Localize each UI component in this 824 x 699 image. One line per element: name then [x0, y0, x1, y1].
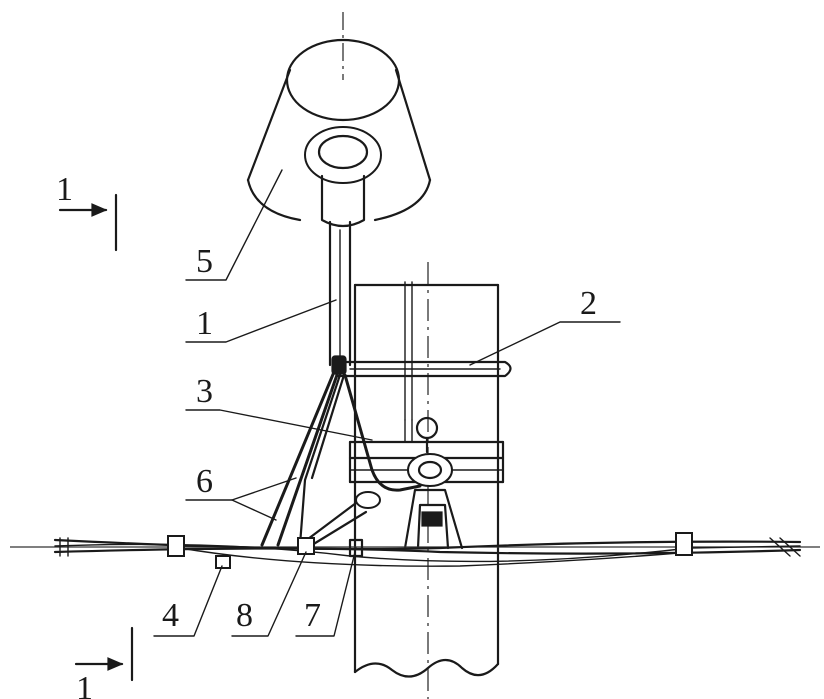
- callout-3: 3: [185, 373, 373, 441]
- section-label-top: 1: [56, 171, 73, 208]
- strain-clamp: [355, 416, 464, 550]
- section-mark-top: 1: [56, 171, 118, 252]
- suspension-wires: [260, 355, 422, 547]
- callout-2: 2: [469, 285, 621, 366]
- callout-6: 6: [185, 463, 297, 521]
- main-cable: [10, 532, 820, 569]
- lamp-socket: [304, 126, 382, 367]
- pole: [353, 262, 500, 699]
- callout-4: 4: [153, 565, 223, 637]
- callout-label-2: 2: [580, 285, 597, 322]
- callout-label-4: 4: [162, 597, 179, 634]
- callout-8: 8: [231, 551, 307, 637]
- callout-5: 5: [185, 169, 283, 281]
- lamp-shade: [246, 12, 432, 222]
- callout-label-7: 7: [304, 597, 321, 634]
- callout-label-8: 8: [236, 597, 253, 634]
- callout-label-5: 5: [196, 243, 213, 280]
- section-label-bottom: 1: [76, 670, 93, 699]
- callout-label-3: 3: [196, 373, 213, 410]
- callout-1: 1: [185, 299, 337, 343]
- lamp-arm: [336, 360, 512, 378]
- callout-7: 7: [295, 547, 357, 637]
- callout-label-6: 6: [196, 463, 213, 500]
- section-mark-bottom: 1: [74, 626, 134, 699]
- callout-label-1: 1: [196, 305, 213, 342]
